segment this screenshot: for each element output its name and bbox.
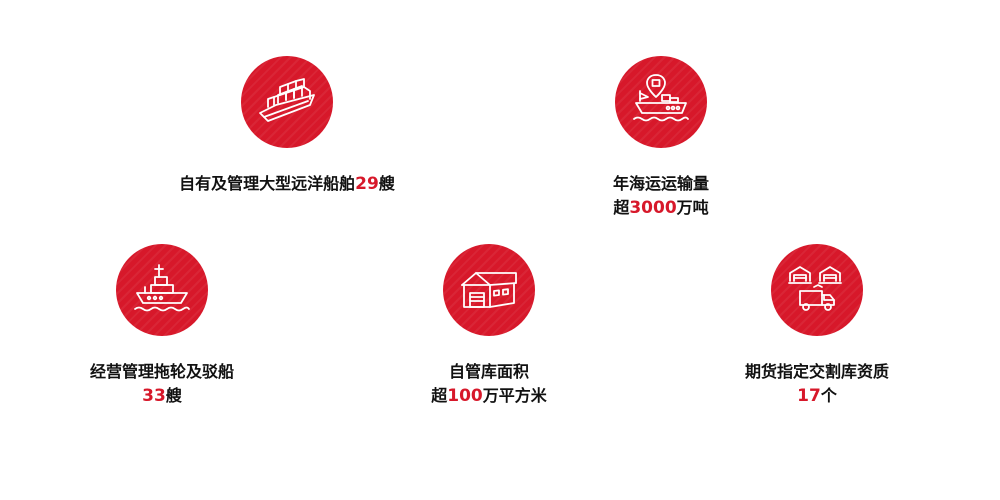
volume-amount: 3000 — [629, 198, 677, 218]
futures-unit: 个 — [820, 386, 837, 405]
delivery-warehouse-truck-icon — [788, 266, 842, 311]
storage-caption-line2: 超100万平方米 — [431, 384, 547, 408]
storage-caption: 自管库面积 超100万平方米 — [431, 360, 547, 408]
stat-futures: 期货指定交割库资质 17个 — [687, 244, 947, 408]
tugs-caption: 经营管理拖轮及驳船 33艘 — [90, 360, 234, 408]
fleet-unit: 艘 — [378, 174, 395, 193]
volume-caption: 年海运运输量 超3000万吨 — [613, 172, 709, 220]
cargo-ship-location-icon — [633, 74, 689, 122]
fleet-caption-line1: 自有及管理大型远洋船舶29艘 — [179, 172, 395, 196]
fleet-label: 自有及管理大型远洋船舶 — [179, 174, 356, 193]
tugboat-icon — [134, 264, 190, 312]
futures-caption-line2: 17个 — [745, 384, 889, 408]
stat-fleet: 自有及管理大型远洋船舶29艘 — [157, 56, 417, 196]
storage-amount: 100 — [447, 386, 483, 406]
fleet-count: 29 — [355, 174, 379, 194]
stat-volume: 年海运运输量 超3000万吨 — [531, 56, 791, 220]
stat-tugs: 经营管理拖轮及驳船 33艘 — [32, 244, 292, 408]
tugs-unit: 艘 — [165, 386, 182, 405]
futures-count: 17 — [797, 386, 821, 406]
tugs-badge — [116, 244, 208, 336]
volume-unit: 万吨 — [676, 198, 709, 217]
volume-caption-line2: 超3000万吨 — [613, 196, 709, 220]
tugs-label: 经营管理拖轮及驳船 — [89, 362, 234, 381]
fleet-caption: 自有及管理大型远洋船舶29艘 — [179, 172, 395, 196]
volume-label: 年海运运输量 — [612, 174, 709, 193]
volume-badge — [615, 56, 707, 148]
futures-label: 期货指定交割库资质 — [744, 362, 889, 381]
volume-prefix: 超 — [613, 198, 630, 217]
warehouse-icon — [461, 272, 517, 308]
futures-badge — [771, 244, 863, 336]
storage-unit: 万平方米 — [482, 386, 547, 405]
storage-label: 自管库面积 — [448, 362, 529, 381]
futures-caption: 期货指定交割库资质 17个 — [745, 360, 889, 408]
container-ship-icon — [259, 78, 315, 122]
tugs-caption-line2: 33艘 — [90, 384, 234, 408]
storage-badge — [443, 244, 535, 336]
stat-storage: 自管库面积 超100万平方米 — [359, 244, 619, 408]
tugs-count: 33 — [142, 386, 166, 406]
storage-prefix: 超 — [431, 386, 448, 405]
fleet-badge — [241, 56, 333, 148]
